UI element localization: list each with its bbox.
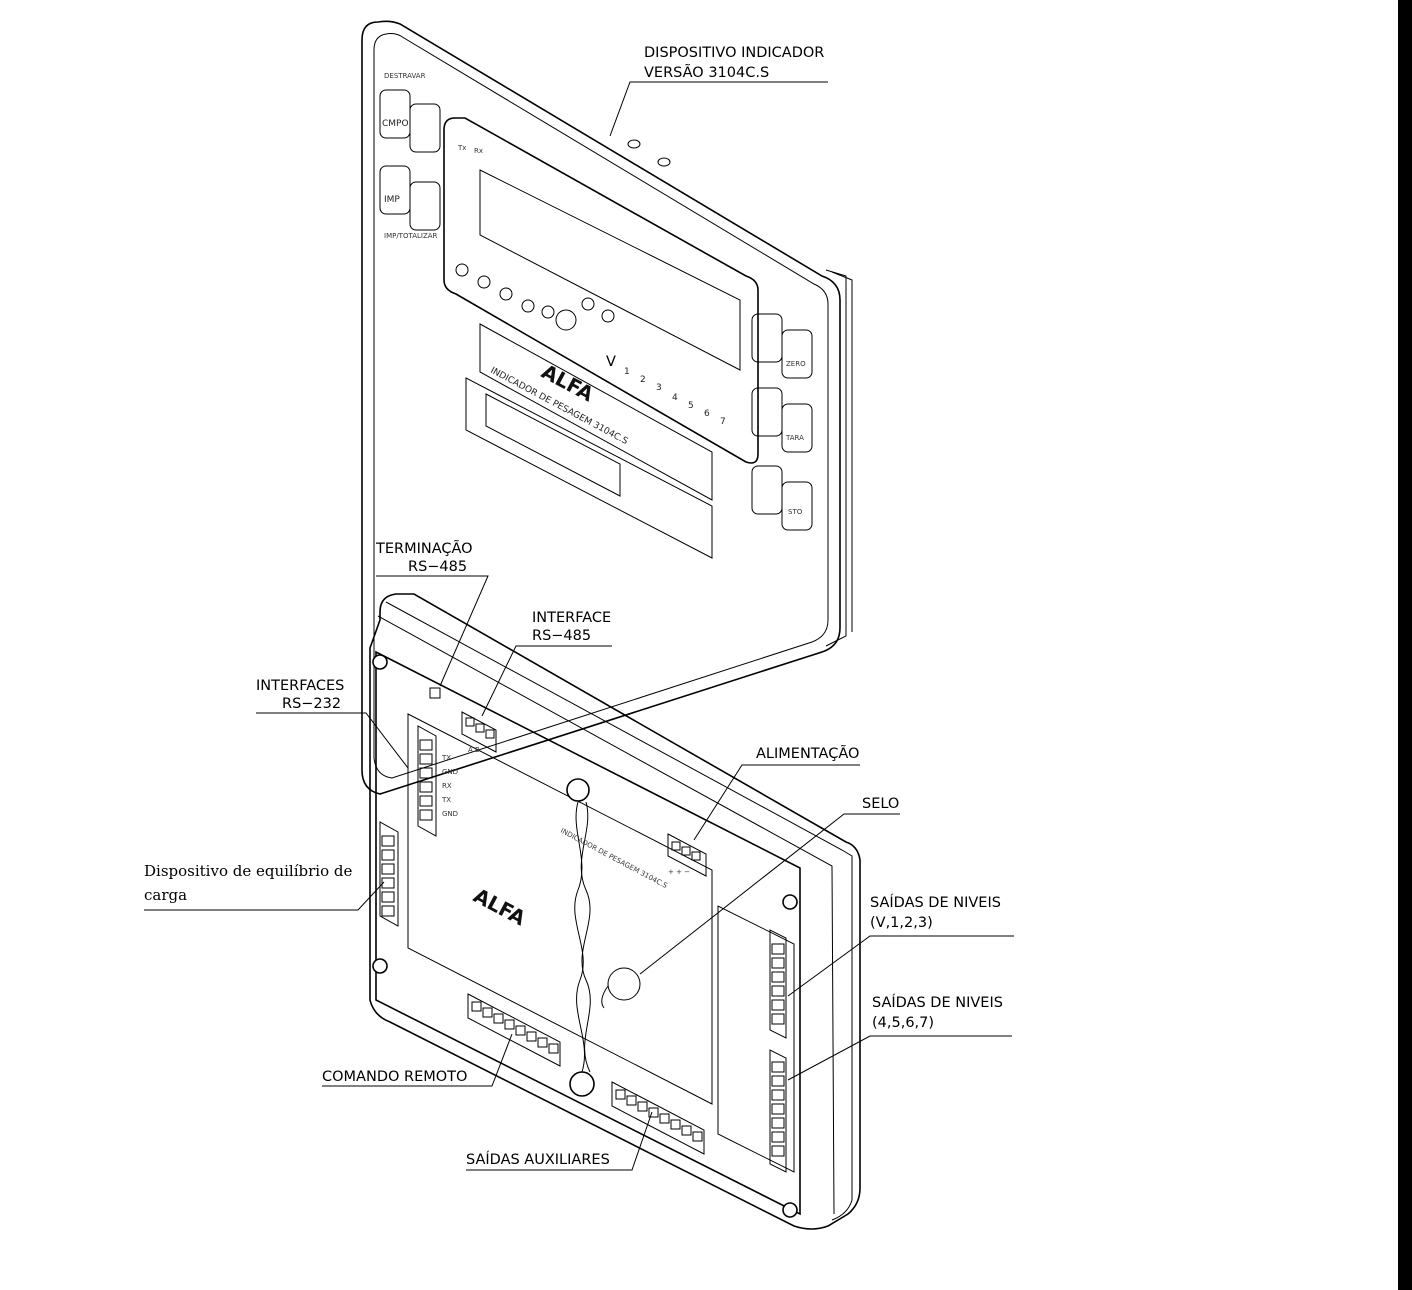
svg-text:2: 2 xyxy=(640,375,646,385)
selo-seal xyxy=(607,967,641,1001)
svg-text:RS−485: RS−485 xyxy=(408,559,467,575)
key-zero-label: ZERO xyxy=(786,360,806,368)
svg-text:5: 5 xyxy=(688,401,694,411)
svg-text:6: 6 xyxy=(704,409,710,419)
svg-text:IMP/TOTALIZAR: IMP/TOTALIZAR xyxy=(384,232,438,240)
front-indicator-device: DESTRAVAR IMP/TOTALIZAR CMPO IMP Tx Rx V… xyxy=(361,20,853,795)
callout-saidas-auxiliares: SAÍDAS AUXILIARES xyxy=(466,1111,653,1171)
svg-text:RS−485: RS−485 xyxy=(532,628,591,644)
rear-model-text: INDICADOR DE PESAGEM 3104C.S xyxy=(559,827,669,891)
callout-alimentacao: ALIMENTAÇÃO xyxy=(693,745,860,841)
svg-text:(V,1,2,3): (V,1,2,3) xyxy=(870,915,933,931)
svg-text:INTERFACE: INTERFACE xyxy=(532,610,611,626)
front-level-numbers: V 1 2 3 4 5 6 7 xyxy=(606,354,726,427)
svg-text:Dispositivo de equilíbrio de: Dispositivo de equilíbrio de xyxy=(144,862,352,880)
rear-device: TX GND RX TX GND A B xyxy=(369,593,861,1230)
svg-text:Tx: Tx xyxy=(457,144,466,152)
power-connector: + + − xyxy=(667,833,707,877)
svg-text:7: 7 xyxy=(720,417,726,427)
svg-text:TERMINAÇÃO: TERMINAÇÃO xyxy=(375,540,473,557)
svg-text:4: 4 xyxy=(672,393,678,403)
svg-text:GND: GND xyxy=(442,810,458,818)
load-cell-connector xyxy=(379,821,399,927)
svg-text:SAÍDAS DE NIVEIS: SAÍDAS DE NIVEIS xyxy=(872,994,1003,1011)
callout-interface-rs485: INTERFACE RS−485 xyxy=(481,610,612,717)
svg-text:VERSÃO 3104C.S: VERSÃO 3104C.S xyxy=(644,64,769,81)
callout-saidas-niveis-1: SAÍDAS DE NIVEIS (V,1,2,3) xyxy=(787,894,1014,997)
callout-terminacao: TERMINAÇÃO RS−485 xyxy=(375,540,489,687)
svg-text:carga: carga xyxy=(144,886,187,904)
level-outputs-connector-1 xyxy=(769,929,787,1039)
svg-text:GND: GND xyxy=(442,768,458,776)
callout-comando-remoto: COMANDO REMOTO xyxy=(322,1033,513,1087)
svg-text:ALIMENTAÇÃO: ALIMENTAÇÃO xyxy=(756,745,859,762)
right-border-bar xyxy=(1398,0,1412,1290)
key-sto-label: STO xyxy=(788,508,803,516)
svg-text:TX: TX xyxy=(441,796,451,804)
svg-text:TX: TX xyxy=(441,754,451,762)
level-outputs-connector-2 xyxy=(769,1049,787,1173)
level-leds xyxy=(455,263,615,331)
svg-text:COMANDO REMOTO: COMANDO REMOTO xyxy=(322,1069,467,1085)
svg-text:DISPOSITIVO INDICADOR: DISPOSITIVO INDICADOR xyxy=(644,45,824,61)
svg-text:Rx: Rx xyxy=(474,147,483,155)
remote-command-connector xyxy=(467,993,561,1067)
key-cmpo-label: CMPO xyxy=(382,119,409,129)
callout-interfaces-rs232: INTERFACES RS−232 xyxy=(256,678,409,769)
svg-text:DESTRAVAR: DESTRAVAR xyxy=(384,72,426,80)
svg-text:+ + −: + + − xyxy=(668,868,690,876)
terminacao-switch xyxy=(429,687,441,699)
front-right-keypad: ZERO TARA STO xyxy=(751,313,813,531)
svg-text:RX: RX xyxy=(442,782,452,790)
rear-plate xyxy=(375,650,801,1216)
callout-equilibrio: Dispositivo de equilíbrio de carga xyxy=(144,862,385,911)
key-tara-label: TARA xyxy=(785,434,804,442)
svg-text:SAÍDAS AUXILIARES: SAÍDAS AUXILIARES xyxy=(466,1151,610,1168)
seal-assembly xyxy=(566,778,641,1097)
svg-text:RS−232: RS−232 xyxy=(282,696,341,712)
callout-saidas-niveis-2: SAÍDAS DE NIVEIS (4,5,6,7) xyxy=(787,994,1012,1081)
svg-text:SELO: SELO xyxy=(862,796,899,812)
callout-dispositivo-indicador: DISPOSITIVO INDICADOR VERSÃO 3104C.S xyxy=(609,45,828,137)
rear-brand-logo: ALFA xyxy=(470,883,530,930)
svg-text:V: V xyxy=(606,354,616,370)
rs485-connector: A B xyxy=(461,711,497,754)
svg-text:1: 1 xyxy=(624,367,630,377)
callout-selo: SELO xyxy=(639,796,900,975)
svg-text:(4,5,6,7): (4,5,6,7) xyxy=(872,1015,934,1031)
aux-outputs-connector xyxy=(611,1081,705,1155)
svg-text:3: 3 xyxy=(656,383,662,393)
key-imp-label: IMP xyxy=(384,195,400,205)
svg-text:A B: A B xyxy=(468,746,480,754)
rs232-connector: TX GND RX TX GND xyxy=(417,725,458,837)
svg-text:INTERFACES: INTERFACES xyxy=(256,678,344,694)
front-left-keypad: DESTRAVAR IMP/TOTALIZAR CMPO IMP xyxy=(379,72,441,240)
display-screen xyxy=(479,169,741,371)
svg-text:SAÍDAS DE NIVEIS: SAÍDAS DE NIVEIS xyxy=(870,894,1001,911)
